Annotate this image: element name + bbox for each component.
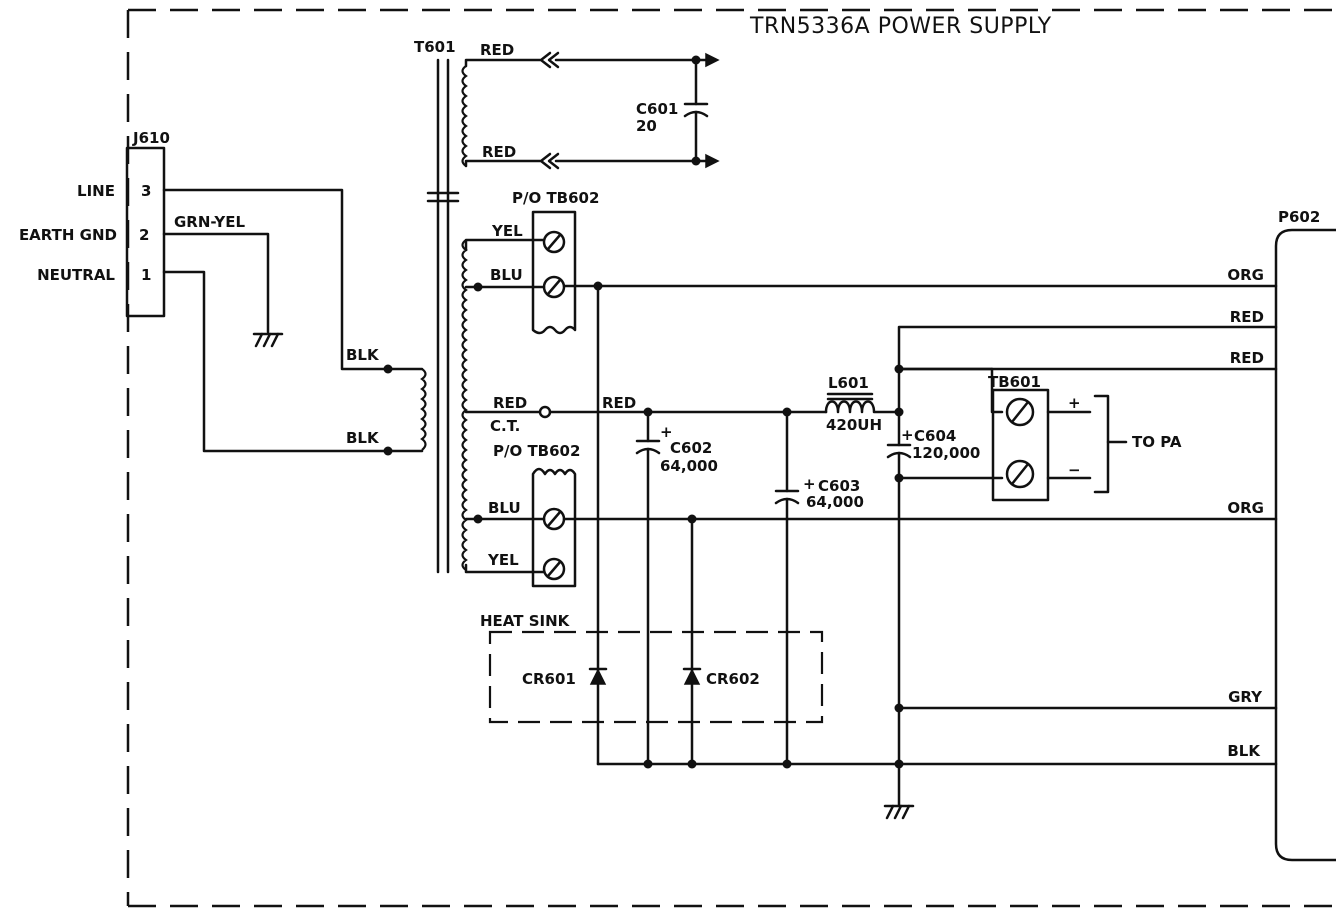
secondary-coil-bottom xyxy=(461,239,468,571)
grn-yel-label: GRN-YEL xyxy=(174,213,246,231)
blu-bottom-label: BLU xyxy=(488,499,521,517)
earth-ground-right-icon xyxy=(883,804,915,820)
red-top-label: RED xyxy=(480,41,514,59)
cr602-label: CR602 xyxy=(706,670,760,688)
arrowhead-icon xyxy=(705,153,720,169)
primary-coil xyxy=(420,368,427,451)
connector-p602: P602 ORG RED RED ORG GRY BLK xyxy=(1227,208,1336,862)
c602-ref: C602 xyxy=(670,439,712,457)
red-wire-1 xyxy=(897,325,1278,414)
terminal-block-tb602-bottom: P/O TB602 xyxy=(493,442,580,588)
red-ct-label: RED xyxy=(493,394,527,412)
p602-ref: P602 xyxy=(1278,208,1320,226)
red-ct-right-label: RED xyxy=(602,394,636,412)
c601-value: 20 xyxy=(636,117,657,135)
connector-arrow-bottom-icon xyxy=(539,152,560,170)
yel-top-label: YEL xyxy=(491,222,523,240)
heat-sink-label: HEAT SINK xyxy=(480,612,571,630)
blu-top-label: BLU xyxy=(490,266,523,284)
p602-wire-gry: GRY xyxy=(1228,688,1263,706)
tb601-plus: + xyxy=(1068,394,1081,412)
heat-sink-box: HEAT SINK xyxy=(480,612,824,724)
tb601-minus: − xyxy=(1068,461,1081,479)
p602-wire-red-2: RED xyxy=(1230,349,1264,367)
cr601-label: CR601 xyxy=(522,670,576,688)
ct-label: C.T. xyxy=(490,417,520,435)
neutral-wire xyxy=(162,270,390,453)
c604-value: 120,000 xyxy=(912,444,980,462)
earth-wire xyxy=(162,232,270,334)
earth-ground-left-icon xyxy=(252,332,284,348)
node xyxy=(473,514,483,524)
yel-bottom-label: YEL xyxy=(487,551,519,569)
tb602-top-label: P/O TB602 xyxy=(512,189,599,207)
c603-ref: C603 xyxy=(818,477,860,495)
outer-dashed-border xyxy=(126,8,1336,908)
j610-pin2-num: 2 xyxy=(139,226,149,244)
node xyxy=(643,759,653,769)
red-bottom-wire xyxy=(464,159,542,168)
red-bottom-label: RED xyxy=(482,143,516,161)
diode-cr601-icon xyxy=(588,667,608,685)
capacitor-c602: + C602 64,000 xyxy=(635,410,718,766)
blk-top-label: BLK xyxy=(346,346,380,364)
j610-pin3-num: 3 xyxy=(141,182,151,200)
node xyxy=(473,282,483,292)
secondary-coil-top xyxy=(461,65,468,167)
c603-value: 64,000 xyxy=(806,493,864,511)
capacitor-c603: + C603 64,000 xyxy=(774,410,864,766)
j610-pin2-label: EARTH GND xyxy=(19,226,117,244)
c601-ref: C601 xyxy=(636,100,678,118)
j610-pin1-label: NEUTRAL xyxy=(37,266,115,284)
connector-j610: J610 LINE EARTH GND NEUTRAL 3 2 1 xyxy=(19,129,170,318)
p602-wire-red-1: RED xyxy=(1230,308,1264,326)
node xyxy=(782,759,792,769)
diode-cr602-icon xyxy=(682,667,702,685)
schematic-title: TRN5336A POWER SUPPLY xyxy=(749,14,1052,39)
red-top-wire xyxy=(464,58,542,68)
t601-ref: T601 xyxy=(414,38,456,56)
c603-polarity: + xyxy=(803,475,816,493)
yel-bottom-wire xyxy=(464,563,546,574)
p602-wire-org-top: ORG xyxy=(1227,266,1264,284)
to-pa-label: TO PA xyxy=(1132,433,1182,451)
line-wire xyxy=(162,188,390,371)
l601-ref: L601 xyxy=(828,374,869,392)
p602-wire-blk: BLK xyxy=(1227,742,1261,760)
arrowhead-icon xyxy=(705,52,720,68)
capacitor-c601: C601 20 xyxy=(636,58,709,163)
inductor-l601: L601 420UH xyxy=(824,374,901,434)
c602-polarity: + xyxy=(660,423,673,441)
tb601-ref: TB601 xyxy=(988,373,1041,391)
connector-arrow-top-icon xyxy=(539,51,560,69)
transformer-t601: T601 xyxy=(386,38,468,574)
l601-value: 420UH xyxy=(826,416,882,434)
node xyxy=(687,759,697,769)
j610-pin3-label: LINE xyxy=(77,182,115,200)
terminal-block-tb602-top: P/O TB602 xyxy=(512,189,599,335)
to-pa-bracket xyxy=(1093,394,1110,494)
c604-polarity: + xyxy=(901,426,914,444)
blk-bottom-label: BLK xyxy=(346,429,380,447)
node xyxy=(894,703,904,713)
c602-value: 64,000 xyxy=(660,457,718,475)
j610-pin1-num: 1 xyxy=(141,266,151,284)
yel-top-wire xyxy=(464,238,546,252)
p602-wire-org-bottom: ORG xyxy=(1227,499,1264,517)
ct-terminal xyxy=(538,405,552,419)
tb602-bottom-label: P/O TB602 xyxy=(493,442,580,460)
terminal-block-tb601: TB601 xyxy=(988,373,1050,502)
j610-ref: J610 xyxy=(132,129,170,147)
c604-ref: C604 xyxy=(914,427,956,445)
